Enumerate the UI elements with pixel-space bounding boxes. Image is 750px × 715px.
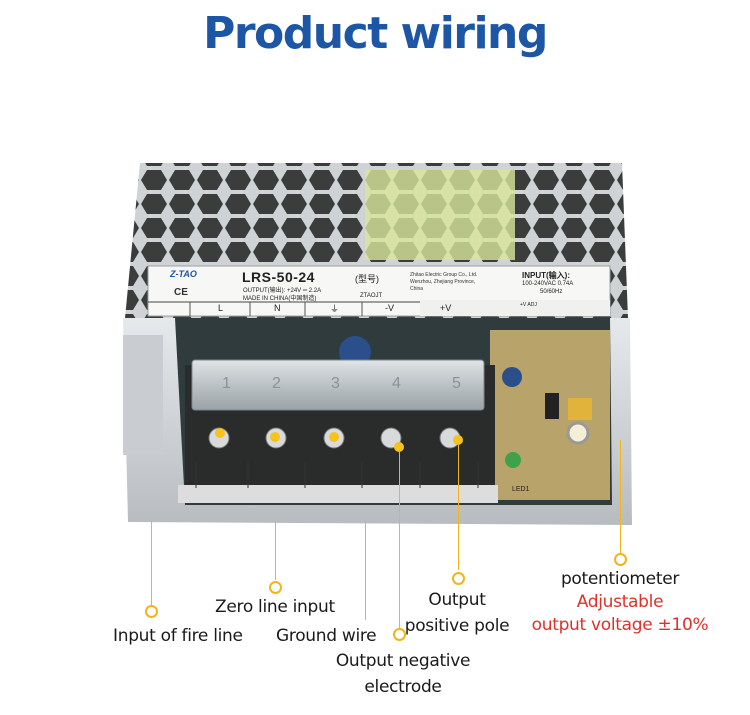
terminal-label-n: N	[274, 303, 281, 313]
company-line-1: Zhitao Electric Group Co., Ltd.	[410, 272, 478, 278]
callout-potentiometer: potentiometer Adjustable output voltage …	[530, 568, 710, 637]
callout-potentiometer-line-3: output voltage ±10%	[531, 615, 709, 635]
callout-potentiometer-line-2: Adjustable	[576, 592, 664, 612]
leader-negative	[399, 450, 400, 630]
page-title: Product wiring	[203, 8, 548, 59]
adj-label: +V ADJ	[520, 302, 537, 308]
callout-negative: Output negative electrode	[318, 648, 488, 700]
callout-positive: Output positive pole	[397, 587, 517, 639]
input-label: INPUT(输入):	[522, 271, 570, 280]
callout-positive-line-1: Output	[428, 590, 486, 610]
leader-potentiometer	[620, 440, 621, 555]
callout-dot-potentiometer	[614, 553, 627, 566]
callout-dot-zero-line	[269, 581, 282, 594]
terminal-number-5: 5	[452, 375, 461, 392]
callout-ground: Ground wire	[276, 626, 377, 646]
leader-zero-line	[275, 520, 276, 580]
input-spec-1: 100-240VAC 0.74A	[522, 281, 574, 287]
ce-mark: CE	[174, 287, 188, 298]
pcb-led-label: LED1	[512, 486, 530, 493]
terminal-number-1: 1	[222, 375, 231, 392]
leader-ground	[365, 520, 366, 620]
terminal-label-ground: ⏚	[330, 304, 340, 314]
callout-dot-negative	[393, 628, 406, 641]
callout-potentiometer-line-1: potentiometer	[560, 569, 680, 589]
code: ZTAOJT	[360, 293, 383, 299]
model-tag: (型号)	[355, 274, 379, 284]
made-in: MADE IN CHINA(中国制造)	[243, 296, 317, 302]
leader-positive	[458, 445, 459, 570]
terminal-label-neg: -V	[385, 303, 394, 313]
input-spec-2: 50/60Hz	[540, 289, 563, 295]
callout-dot-fire-line	[145, 605, 158, 618]
company-line-2: Wenzhou, Zhejiang Province,	[410, 279, 476, 285]
callout-fire-line: Input of fire line	[113, 626, 243, 646]
terminal-number-4: 4	[392, 375, 401, 392]
terminal-number-2: 2	[272, 375, 281, 392]
output-spec: OUTPUT(输出): +24V ═ 2.2A	[243, 288, 322, 294]
callout-dot-positive	[452, 572, 465, 585]
terminal-number-3: 3	[331, 375, 340, 392]
terminal-label-l: L	[218, 303, 224, 313]
leader-fire-line	[151, 520, 152, 607]
brand-logo: Z-TAO	[170, 269, 197, 279]
callout-negative-line-1: Output negative	[335, 651, 471, 671]
model-number: LRS-50-24	[242, 269, 315, 285]
callout-zero-line: Zero line input	[215, 597, 335, 617]
terminal-label-pos: +V	[440, 303, 452, 313]
callout-negative-line-2: electrode	[364, 677, 442, 697]
company-line-3: China	[410, 286, 424, 292]
callout-positive-line-2: positive pole	[404, 616, 510, 636]
